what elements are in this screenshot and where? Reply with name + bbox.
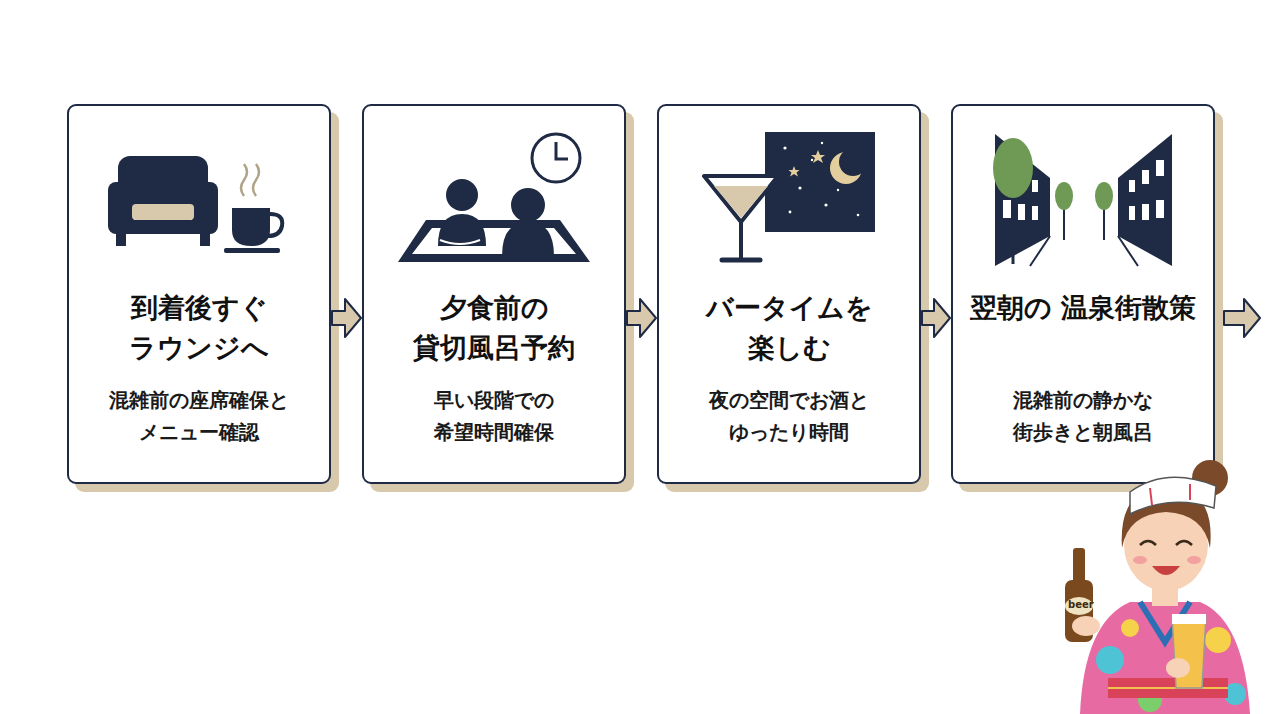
clock-icon	[532, 134, 580, 182]
step-description: 混雑前の座席確保と メニュー確認	[77, 384, 321, 448]
flow-arrow	[922, 299, 950, 337]
step-box: 翌朝の 温泉街散策混雑前の静かな 街歩きと朝風呂	[951, 104, 1215, 484]
night-sky-icon	[765, 132, 875, 232]
step-title: 到着後すぐ ラウンジへ	[77, 288, 321, 368]
step-description: 夜の空間でお酒と ゆったり時間	[667, 384, 911, 448]
step-title: 夕食前の 貸切風呂予約	[372, 288, 616, 368]
flow-arrow	[627, 299, 656, 337]
step-title: バータイムを 楽しむ	[667, 288, 911, 368]
street-icon	[993, 134, 1172, 266]
step-box: バータイムを 楽しむ夜の空間でお酒と ゆったり時間	[657, 104, 921, 484]
woman-figure	[1065, 460, 1250, 714]
flow-arrow	[332, 299, 361, 337]
armchair-icon	[108, 156, 218, 246]
martini-icon	[704, 176, 778, 260]
coffee-icon	[224, 164, 282, 253]
step-title: 翌朝の 温泉街散策	[961, 288, 1205, 328]
step-description: 混雑前の静かな 街歩きと朝風呂	[961, 384, 1205, 448]
bottle-label: beer	[1068, 599, 1094, 610]
step-description: 早い段階での 希望時間確保	[372, 384, 616, 448]
trailing-arrow	[1224, 299, 1260, 337]
step-box: 到着後すぐ ラウンジへ混雑前の座席確保と メニュー確認	[67, 104, 331, 484]
bath-icon	[398, 179, 590, 262]
step-box: 夕食前の 貸切風呂予約早い段階での 希望時間確保	[362, 104, 626, 484]
